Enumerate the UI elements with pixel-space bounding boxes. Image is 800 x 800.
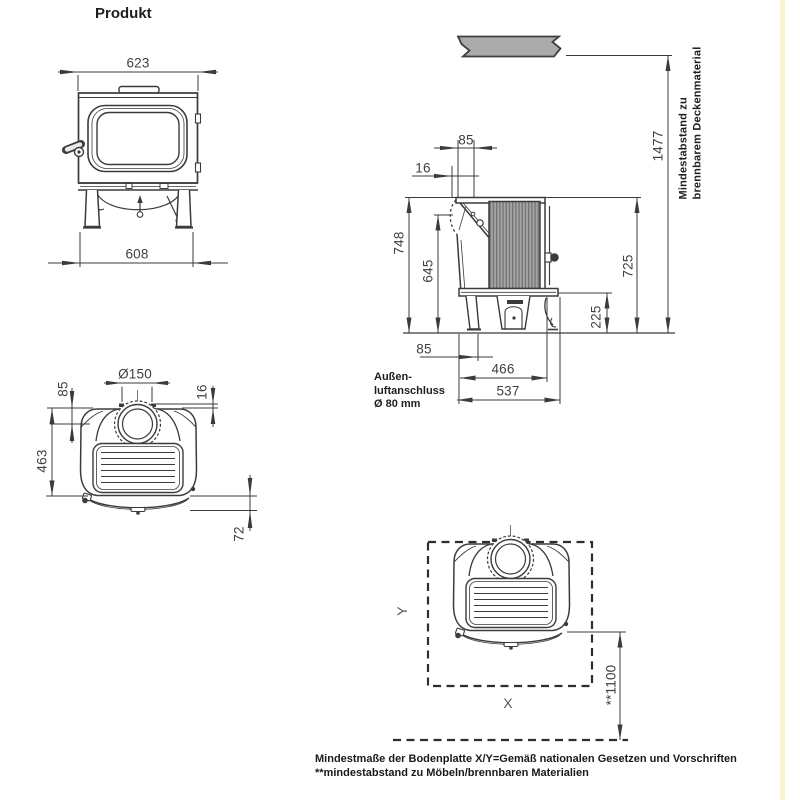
dim-front-top-width: 623 [126,55,150,71]
dim-floor-front-clearance: **1100 [603,664,619,706]
page-edge-line [780,0,785,800]
dim-top-depth-door: 72 [231,526,247,542]
dim-top-flue-back: 85 [55,381,71,397]
floor-plate-drawing [393,524,628,742]
ceiling-clearance-label-line1: Mindestabstand zu [677,97,690,200]
top-view-dimensions [46,380,257,531]
page-title: Produkt [95,5,152,22]
dim-ceiling-distance: 1477 [650,130,666,162]
dim-side-height-base: 225 [588,305,604,329]
dim-top-depth-body: 463 [34,449,50,473]
dim-side-height-door: 645 [420,259,436,283]
front-view-stove [62,85,202,229]
footer-note-line2: **mindestabstand zu Möbeln/brennbaren Ma… [315,767,589,779]
air-inlet-label-line2: luftanschluss [374,384,445,397]
side-view-dimensions [406,55,671,404]
ceiling-bar [456,35,672,58]
ceiling-clearance-label-line2: brennbarem Deckenmaterial [691,46,703,200]
air-inlet-label-line3: Ø 80 mm [374,398,421,410]
dim-front-bottom-width: 608 [125,246,149,262]
floor-plate-y-label: Y [394,606,410,616]
footer-notes: Mindestmaße der Bodenplatte X/Y=Gemäß na… [315,752,737,780]
air-inlet-label-line1: Außen- [374,371,412,383]
dim-side-depth-overall: 537 [496,383,520,399]
dim-top-collar-offset: 16 [194,384,210,400]
side-view-stove [449,196,559,331]
dim-side-front-offset: 16 [415,160,431,176]
floor-plate-x-label: X [503,695,513,711]
dim-top-flue-diameter: Ø150 [118,366,152,382]
dim-side-floor-front: 85 [416,341,432,357]
footer-note-line1: Mindestmaße der Bodenplatte X/Y=Gemäß na… [315,753,737,765]
dim-side-height-body: 725 [620,254,636,278]
dim-side-flue-offset: 85 [458,132,474,148]
front-view-dimensions [48,69,228,267]
dim-side-depth-body: 466 [491,361,515,377]
top-view-stove [79,390,198,515]
dim-side-height-overall: 748 [391,231,407,255]
